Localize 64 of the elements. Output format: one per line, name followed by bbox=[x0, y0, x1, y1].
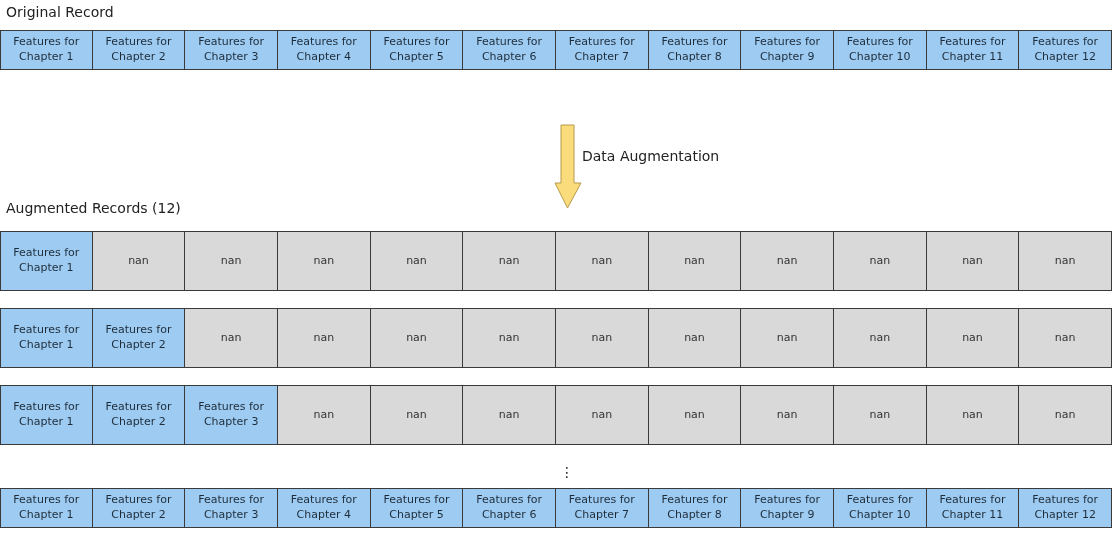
feature-cell: Features for Chapter 1 bbox=[0, 385, 93, 445]
feature-cell: Features for Chapter 2 bbox=[91, 30, 186, 70]
empty-cell: nan bbox=[833, 308, 927, 368]
feature-cell: Features for Chapter 5 bbox=[369, 488, 464, 528]
empty-cell: nan bbox=[833, 231, 927, 291]
feature-cell: Features for Chapter 1 bbox=[0, 488, 93, 528]
empty-cell: nan bbox=[1018, 385, 1112, 445]
empty-cell: nan bbox=[1018, 308, 1112, 368]
ellipsis-mark: ⋮ bbox=[560, 464, 574, 480]
empty-cell: nan bbox=[369, 308, 464, 368]
feature-cell: Features for Chapter 7 bbox=[555, 30, 649, 70]
empty-cell: nan bbox=[184, 308, 278, 368]
feature-cell: Features for Chapter 3 bbox=[184, 385, 278, 445]
empty-cell: nan bbox=[925, 231, 1020, 291]
feature-cell: Features for Chapter 11 bbox=[925, 30, 1020, 70]
feature-cell: Features for Chapter 5 bbox=[369, 30, 464, 70]
empty-cell: nan bbox=[277, 231, 371, 291]
feature-cell: Features for Chapter 1 bbox=[0, 231, 93, 291]
empty-cell: nan bbox=[647, 308, 742, 368]
empty-cell: nan bbox=[740, 308, 834, 368]
empty-cell: nan bbox=[462, 231, 556, 291]
arrow-label: Data Augmentation bbox=[582, 148, 720, 164]
section-heading: Original Record bbox=[6, 4, 114, 20]
feature-cell: Features for Chapter 7 bbox=[555, 488, 649, 528]
empty-cell: nan bbox=[925, 308, 1020, 368]
empty-cell: nan bbox=[647, 385, 742, 445]
empty-cell: nan bbox=[555, 308, 649, 368]
empty-cell: nan bbox=[555, 385, 649, 445]
feature-cell: Features for Chapter 1 bbox=[0, 308, 93, 368]
feature-cell: Features for Chapter 3 bbox=[184, 30, 278, 70]
feature-cell: Features for Chapter 12 bbox=[1018, 488, 1112, 528]
feature-cell: Features for Chapter 2 bbox=[91, 385, 186, 445]
empty-cell: nan bbox=[833, 385, 927, 445]
empty-cell: nan bbox=[277, 385, 371, 445]
feature-cell: Features for Chapter 9 bbox=[740, 488, 834, 528]
empty-cell: nan bbox=[740, 231, 834, 291]
feature-cell: Features for Chapter 12 bbox=[1018, 30, 1112, 70]
empty-cell: nan bbox=[555, 231, 649, 291]
feature-cell: Features for Chapter 11 bbox=[925, 488, 1020, 528]
feature-cell: Features for Chapter 9 bbox=[740, 30, 834, 70]
empty-cell: nan bbox=[277, 308, 371, 368]
feature-cell: Features for Chapter 2 bbox=[91, 488, 186, 528]
empty-cell: nan bbox=[462, 308, 556, 368]
feature-cell: Features for Chapter 1 bbox=[0, 30, 93, 70]
feature-cell: Features for Chapter 2 bbox=[91, 308, 186, 368]
feature-cell: Features for Chapter 4 bbox=[277, 488, 371, 528]
empty-cell: nan bbox=[925, 385, 1020, 445]
feature-cell: Features for Chapter 6 bbox=[462, 488, 556, 528]
feature-cell: Features for Chapter 8 bbox=[647, 30, 742, 70]
feature-cell: Features for Chapter 10 bbox=[833, 30, 927, 70]
feature-cell: Features for Chapter 8 bbox=[647, 488, 742, 528]
empty-cell: nan bbox=[369, 231, 464, 291]
empty-cell: nan bbox=[91, 231, 186, 291]
feature-cell: Features for Chapter 6 bbox=[462, 30, 556, 70]
feature-cell: Features for Chapter 10 bbox=[833, 488, 927, 528]
empty-cell: nan bbox=[740, 385, 834, 445]
empty-cell: nan bbox=[369, 385, 464, 445]
feature-cell: Features for Chapter 4 bbox=[277, 30, 371, 70]
empty-cell: nan bbox=[462, 385, 556, 445]
section-heading: Augmented Records (12) bbox=[6, 200, 181, 216]
feature-cell: Features for Chapter 3 bbox=[184, 488, 278, 528]
empty-cell: nan bbox=[1018, 231, 1112, 291]
empty-cell: nan bbox=[184, 231, 278, 291]
empty-cell: nan bbox=[647, 231, 742, 291]
